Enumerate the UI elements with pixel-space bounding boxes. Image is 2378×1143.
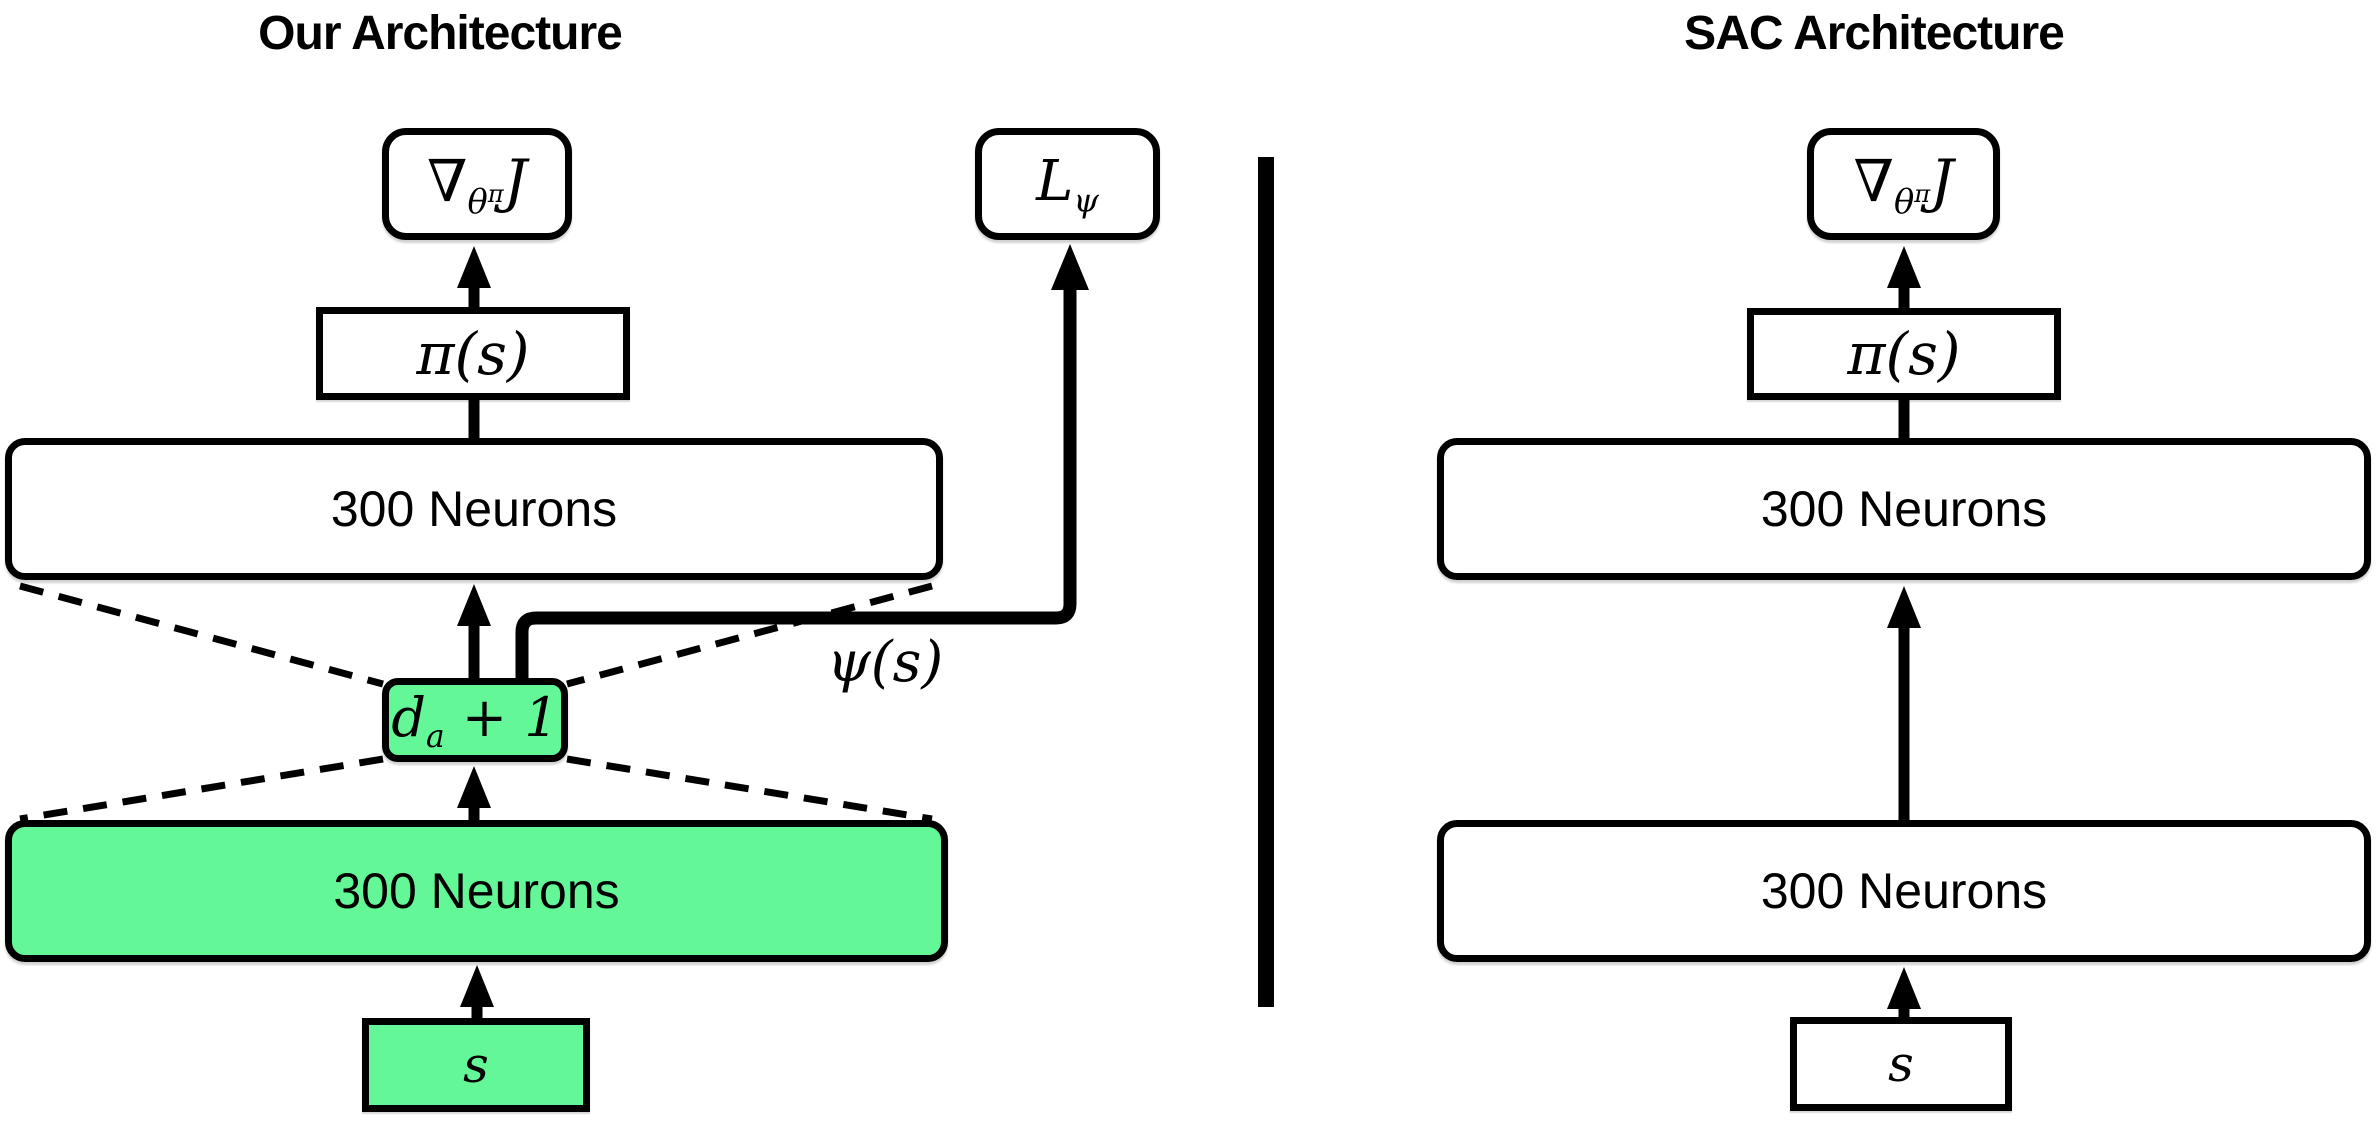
right-policy-output-box: π(s)	[1747, 308, 2061, 400]
left-hidden-layer-top-box: 300 Neurons	[5, 438, 943, 580]
left-policy-output-box: π(s)	[316, 307, 630, 400]
left-bottleneck-label: da + 1	[391, 685, 559, 755]
right-gradient-label: ∇θπJ	[1853, 147, 1954, 221]
left-bottleneck-to-hidden-arrowhead	[457, 584, 491, 626]
right-hidden-layer-top-box: 300 Neurons	[1437, 438, 2371, 580]
left-fanin-dash-left	[19, 582, 384, 688]
right-panel-title: SAC Architecture	[1684, 7, 2065, 60]
left-gradient-label: ∇θπJ	[427, 147, 527, 221]
left-state-to-hidden1-arrowhead	[460, 965, 494, 1007]
left-fanout-dash-left	[19, 755, 384, 823]
left-hidden-top-label: 300 Neurons	[330, 481, 618, 537]
left-loss-label: Lψ	[1036, 148, 1099, 220]
left-panel-title: Our Architecture	[258, 7, 623, 60]
left-loss-box: Lψ	[975, 128, 1160, 240]
left-state-input-box: s	[362, 1018, 590, 1112]
psi-output-annotation: ψ(s)	[826, 630, 944, 695]
right-hidden-top-label: 300 Neurons	[1760, 481, 2048, 537]
left-state-label: s	[463, 1036, 489, 1094]
left-bottleneck-to-loss-elbow-line	[515, 284, 1077, 682]
right-policy-label: π(s)	[1847, 320, 1961, 388]
left-gradient-subscript: θπ	[467, 179, 504, 221]
left-bottleneck-to-loss-arrowhead	[1051, 244, 1089, 290]
right-state-to-hidden1-arrowhead	[1887, 967, 1921, 1009]
right-state-label: s	[1888, 1035, 1914, 1093]
left-bottleneck-box: da + 1	[382, 678, 568, 762]
left-fanin-dash-right	[566, 582, 933, 688]
left-hidden1-to-bottleneck-arrowhead	[457, 766, 491, 808]
panel-divider	[1258, 157, 1274, 1007]
right-gradient-box: ∇θπJ	[1807, 128, 2000, 240]
right-hidden-layer-bottom-box: 300 Neurons	[1437, 820, 2371, 962]
right-state-input-box: s	[1790, 1017, 2012, 1111]
left-policy-to-grad-arrowhead	[457, 246, 491, 288]
right-hidden1-to-hidden2-arrowhead	[1887, 586, 1921, 628]
left-fanout-dash-right	[566, 755, 933, 823]
right-policy-to-grad-arrowhead	[1887, 246, 1921, 288]
left-gradient-box: ∇θπJ	[382, 128, 572, 240]
left-policy-label: π(s)	[416, 319, 530, 388]
right-gradient-subscript: θπ	[1894, 179, 1931, 221]
right-hidden-bottom-label: 300 Neurons	[1760, 863, 2048, 919]
left-hidden-bottom-label: 300 Neurons	[333, 863, 620, 919]
left-hidden-layer-bottom-box: 300 Neurons	[5, 820, 948, 962]
